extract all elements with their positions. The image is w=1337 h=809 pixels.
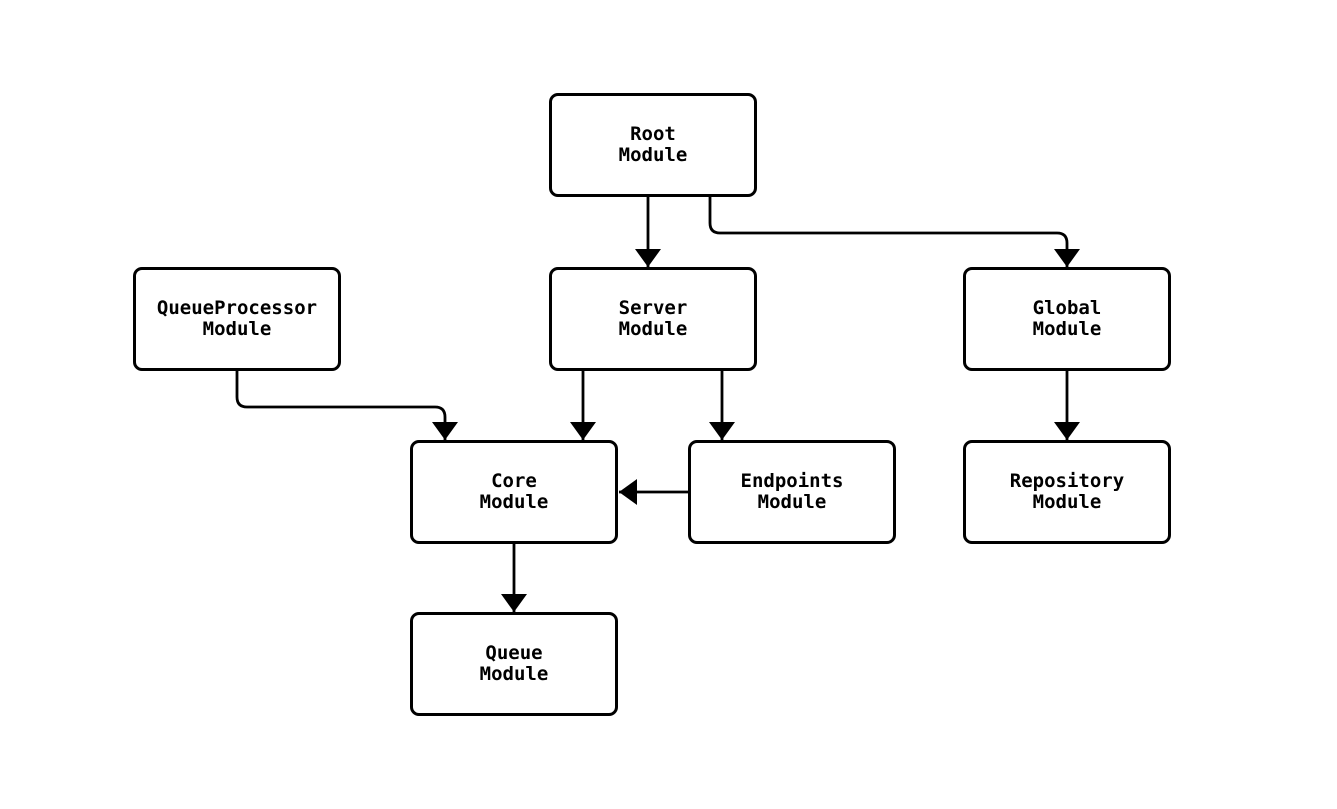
arrowhead-icon <box>619 479 637 505</box>
arrowhead-icon <box>1054 422 1080 440</box>
edge-server-to-endpoints <box>709 371 735 440</box>
edge-endpoints-to-core <box>619 479 688 505</box>
edge-queueprocessor-to-core <box>235 371 458 440</box>
edge-root-to-server <box>635 197 661 267</box>
arrowhead-icon <box>432 422 458 440</box>
edge-line <box>708 197 1069 267</box>
arrowhead-icon <box>709 422 735 440</box>
edge-server-to-core <box>570 371 596 440</box>
arrowhead-icon <box>501 594 527 612</box>
edge-core-to-queue <box>501 544 527 612</box>
arrowhead-icon <box>1054 249 1080 267</box>
edge-root-to-global <box>708 197 1080 267</box>
edge-global-to-repository <box>1054 371 1080 440</box>
arrowhead-icon <box>570 422 596 440</box>
edge-line <box>235 371 447 440</box>
arrowhead-icon <box>635 249 661 267</box>
